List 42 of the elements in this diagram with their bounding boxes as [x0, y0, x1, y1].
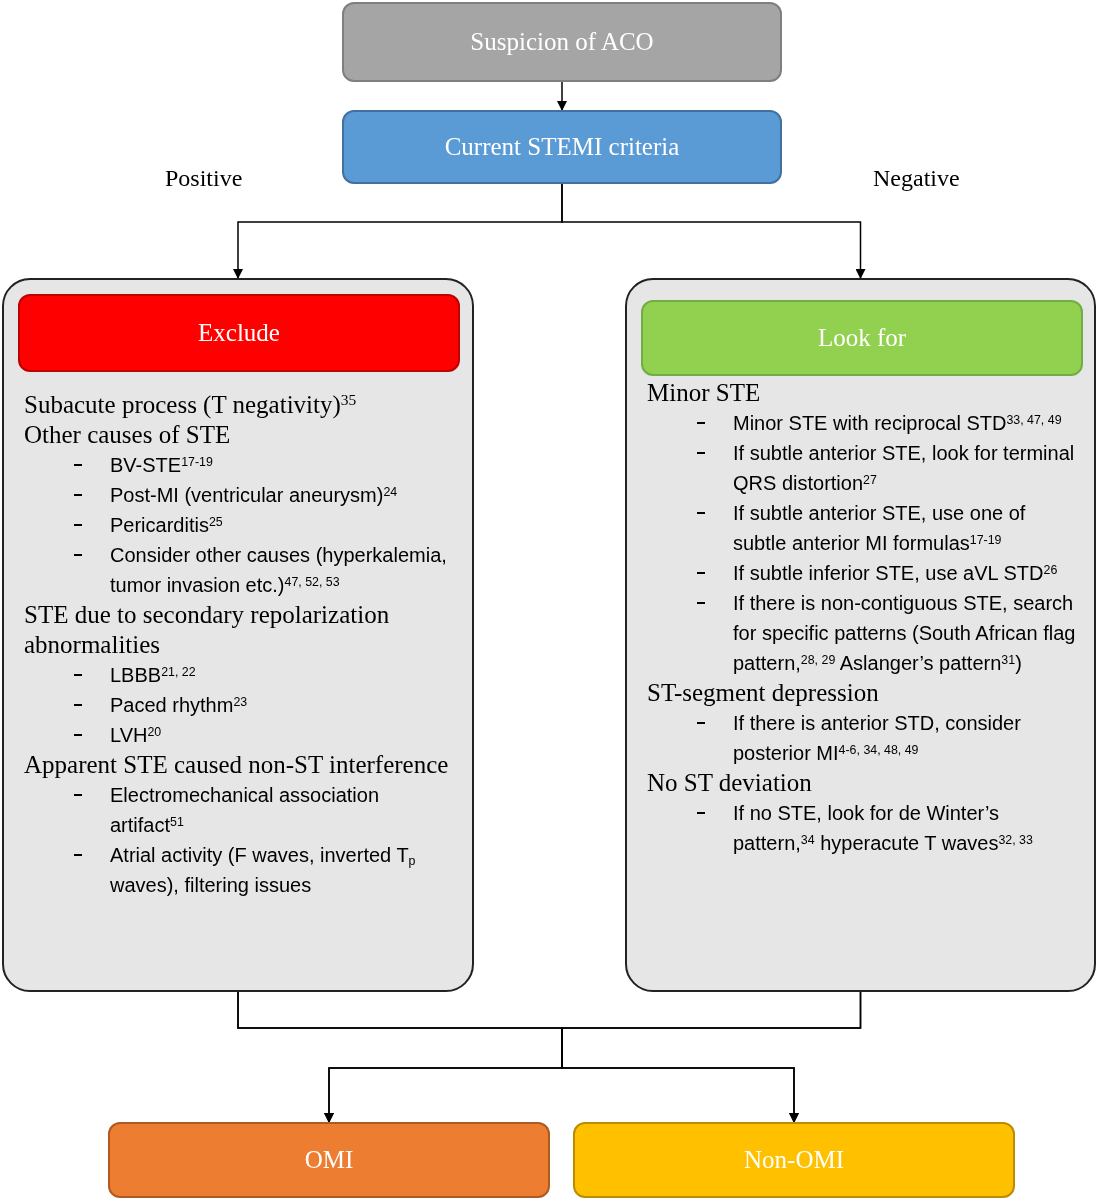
- box-label: Non-OMI: [743, 1145, 845, 1176]
- edge-label: Negative: [873, 166, 960, 190]
- bullet-item: If no STE, look for de Winter’s pattern,$^{34}$ hyperacute T waves$^{32, 33}$: [733, 801, 1034, 856]
- box-label: Exclude: [197, 318, 281, 349]
- section-heading: ST-segment depression: [647, 678, 880, 708]
- box-label: Current STEMI criteria: [443, 132, 681, 163]
- section-heading: Minor STE: [647, 378, 762, 408]
- bullet-item: Consider other causes (hyperkalemia, tumor invasion etc.)$^{47, 52, 53}$: [110, 543, 448, 598]
- outcome-box: [573, 1122, 1015, 1198]
- bullet-item: If there is non-contiguous STE, search for specific patterns (South African flag pattern,$^{28, 29}$ Aslanger’s pattern$^{31}$): [733, 591, 1077, 676]
- panel-box: [625, 278, 1096, 992]
- bullet-item: Atrial activity (F waves, inverted T$_{p}$ waves), filtering issues: [110, 843, 417, 898]
- bullet-item: LBBB$^{21, 22}$: [110, 663, 197, 688]
- connector-arrow: [561, 183, 866, 279]
- section-heading: STE due to secondary repolarization abnormalities: [24, 600, 391, 660]
- connector-arrow: [557, 81, 567, 111]
- process-box: [342, 110, 782, 184]
- box-label: Look for: [816, 323, 908, 354]
- bullet-item: If subtle anterior STE, use one of subtle anterior MI formulas$^{17-19}$: [733, 501, 1027, 556]
- outcome-box: [108, 1122, 550, 1198]
- bullet-item: If subtle anterior STE, look for terminal QRS distortion$^{27}$: [733, 441, 1076, 496]
- panel-box: [2, 278, 474, 992]
- header-box: [641, 300, 1083, 376]
- box-label: OMI: [303, 1145, 355, 1176]
- bullet-item: Post-MI (ventricular aneurysm)$^{24}$: [110, 483, 399, 508]
- box-label: Suspicion of ACO: [469, 27, 655, 58]
- connector-arrow: [561, 991, 862, 1123]
- bullet-item: Minor STE with reciprocal STD$^{33, 47, 49}$: [733, 411, 1063, 436]
- section-heading: No ST deviation: [647, 768, 813, 798]
- section-heading: Other causes of STE: [24, 420, 232, 450]
- bullet-item: Paced rhythm$^{23}$: [110, 693, 249, 718]
- edge-label: Positive: [165, 166, 243, 190]
- header-box: [18, 294, 460, 372]
- bullet-item: If there is anterior STD, consider posterior MI$^{4-6, 34, 48, 49}$: [733, 711, 1022, 766]
- section-heading: Apparent STE caused non-ST interference: [24, 750, 450, 780]
- bullet-item: If subtle inferior STE, use aVL STD$^{26}$: [733, 561, 1059, 586]
- bullet-item: Electromechanical association artifact$^{51}$: [110, 783, 381, 838]
- start-box: [342, 2, 782, 82]
- bullet-item: BV-STE$^{17-19}$: [110, 453, 214, 478]
- bullet-item: Pericarditis$^{25}$: [110, 513, 224, 538]
- bullet-item: LVH$^{20}$: [110, 723, 163, 748]
- section-heading: Subacute process (T negativity)$^{35}$: [24, 390, 358, 420]
